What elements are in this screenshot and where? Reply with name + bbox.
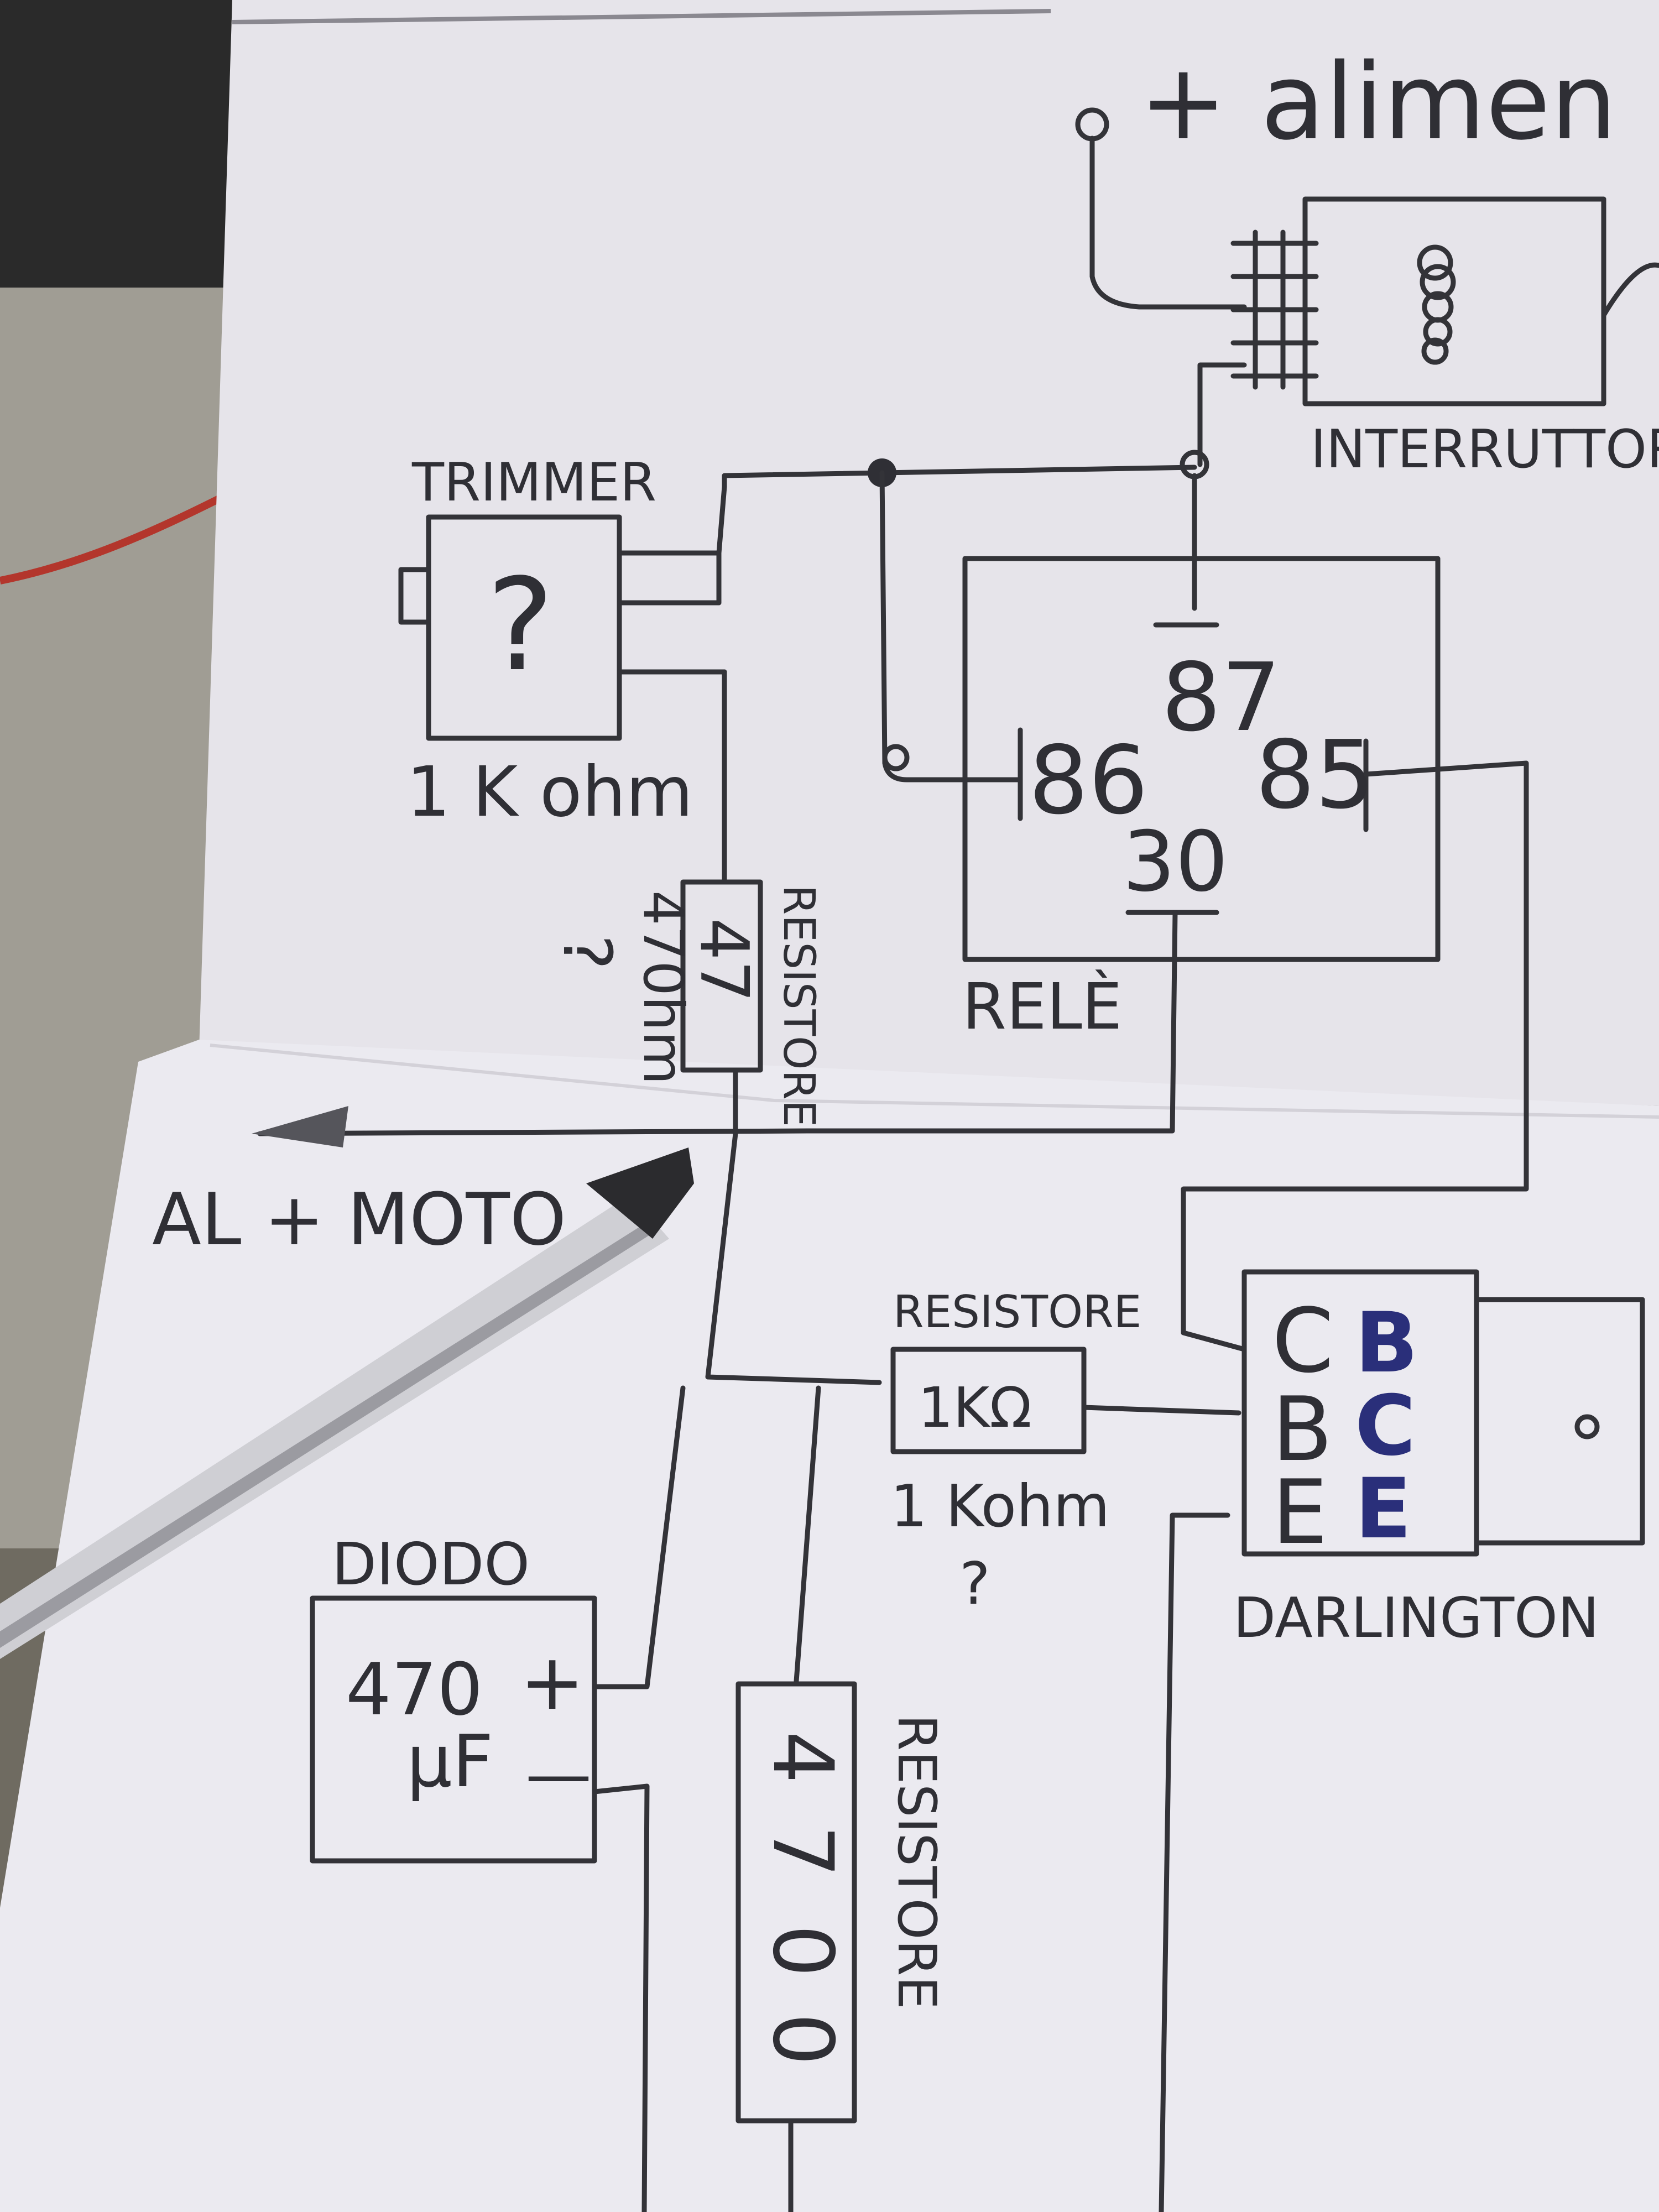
switch-terminals [1230,229,1319,390]
resistor-top-question: ? [548,935,625,970]
wire-resistor-down [705,1067,882,1385]
wire-85-to-darlington [1181,760,1529,1352]
trimmer-box [426,514,622,741]
diode-minus: — [525,1736,592,1813]
relay-pin-86: 86 [1029,726,1148,836]
wire-motor-line [257,1128,810,1136]
relay-box [962,556,1441,962]
diode-plus: + [520,1637,585,1728]
trimmer-value: 1 K ohm [406,752,693,832]
resistor-top-box [680,879,763,1073]
resistor-bottom-box [735,1681,857,2124]
darlington-pin-c-black: C [1272,1289,1334,1392]
diode-value-bottom: μF [406,1719,494,1803]
trimmer-pins [617,550,727,675]
motor-arrow-icon [252,1106,348,1147]
wire-supply-to-switch [1089,135,1247,310]
diode-value-top: 470 [346,1647,483,1731]
relay-pin-85: 85 [1255,721,1375,830]
relay-pin-87: 87 [1161,643,1281,753]
relay-label: RELÈ [962,969,1122,1044]
pen [0,1147,694,1659]
resistor-mid-marking: 1KΩ [918,1375,1032,1440]
switch-box [1302,196,1606,406]
wire-diode-minus [592,1783,650,2212]
darlington-mount-hole [1574,1414,1600,1439]
relay-pin-30: 30 [1123,814,1228,910]
dark-corner [0,0,232,288]
wire-resistor-mid-to-base [1081,1405,1241,1416]
resistor-top-label: RESISTORE [774,885,823,1127]
resistor-bottom-digit-2: 7 [754,1825,851,1877]
resistor-mid-question: ? [959,1550,990,1618]
wire-diode-plus [592,1385,686,1689]
switch-label: INTERRUTTORE [1311,419,1659,480]
diode-box [310,1595,597,1864]
resistor-bottom-label: RESISTORE [886,1714,947,2010]
switch-lever [1601,262,1659,318]
resistor-top-value: 470hm [631,890,696,1085]
darlington-pin-b-blue: B [1355,1295,1418,1391]
resistor-mid-box [890,1347,1087,1454]
supply-text: + alimen [1139,41,1617,163]
resistor-top-marking: 47 [685,918,762,1003]
diode-label: DIODO [332,1531,530,1598]
trimmer-label: TRIMMER [411,452,656,513]
wire-switch-to-node [1197,362,1247,467]
switch-knob-icon [1417,244,1456,365]
wire-top-rail [722,465,1197,489]
pen-tip [586,1147,694,1239]
resistor-mid-label: RESISTORE [893,1286,1141,1338]
paper-fold [210,1044,1659,1119]
darlington-pin-b-black: B [1272,1378,1333,1481]
darlington-pin-c-blue: C [1355,1378,1416,1474]
darlington-pin-e-blue: E [1355,1461,1411,1557]
wire-30-to-motor [805,910,1178,1134]
motor-label: AL + MOTO [152,1177,566,1261]
darlington-heatsink [1474,1297,1645,1546]
red-wire [0,494,223,585]
wire-to-bottom-resistor [794,1385,821,1684]
wire-emitter-down [1159,1512,1230,2212]
trimmer-symbol: ? [487,552,554,700]
paper-top-edge [232,9,1051,24]
darlington-pin-e-black: E [1272,1460,1328,1564]
darlington-label: DARLINGTON [1233,1585,1599,1650]
junction-node-86 [882,744,910,771]
resistor-bottom-digit-4: 0 [754,2013,851,2065]
resistor-mid-value: 1 Kohm [890,1473,1110,1540]
trimmer-knob [398,567,431,625]
resistor-bottom-digit-1: 4 [754,1731,851,1783]
wire-trimmer-to-rail [716,484,727,606]
resistor-bottom-digit-3: 0 [754,1924,851,1977]
